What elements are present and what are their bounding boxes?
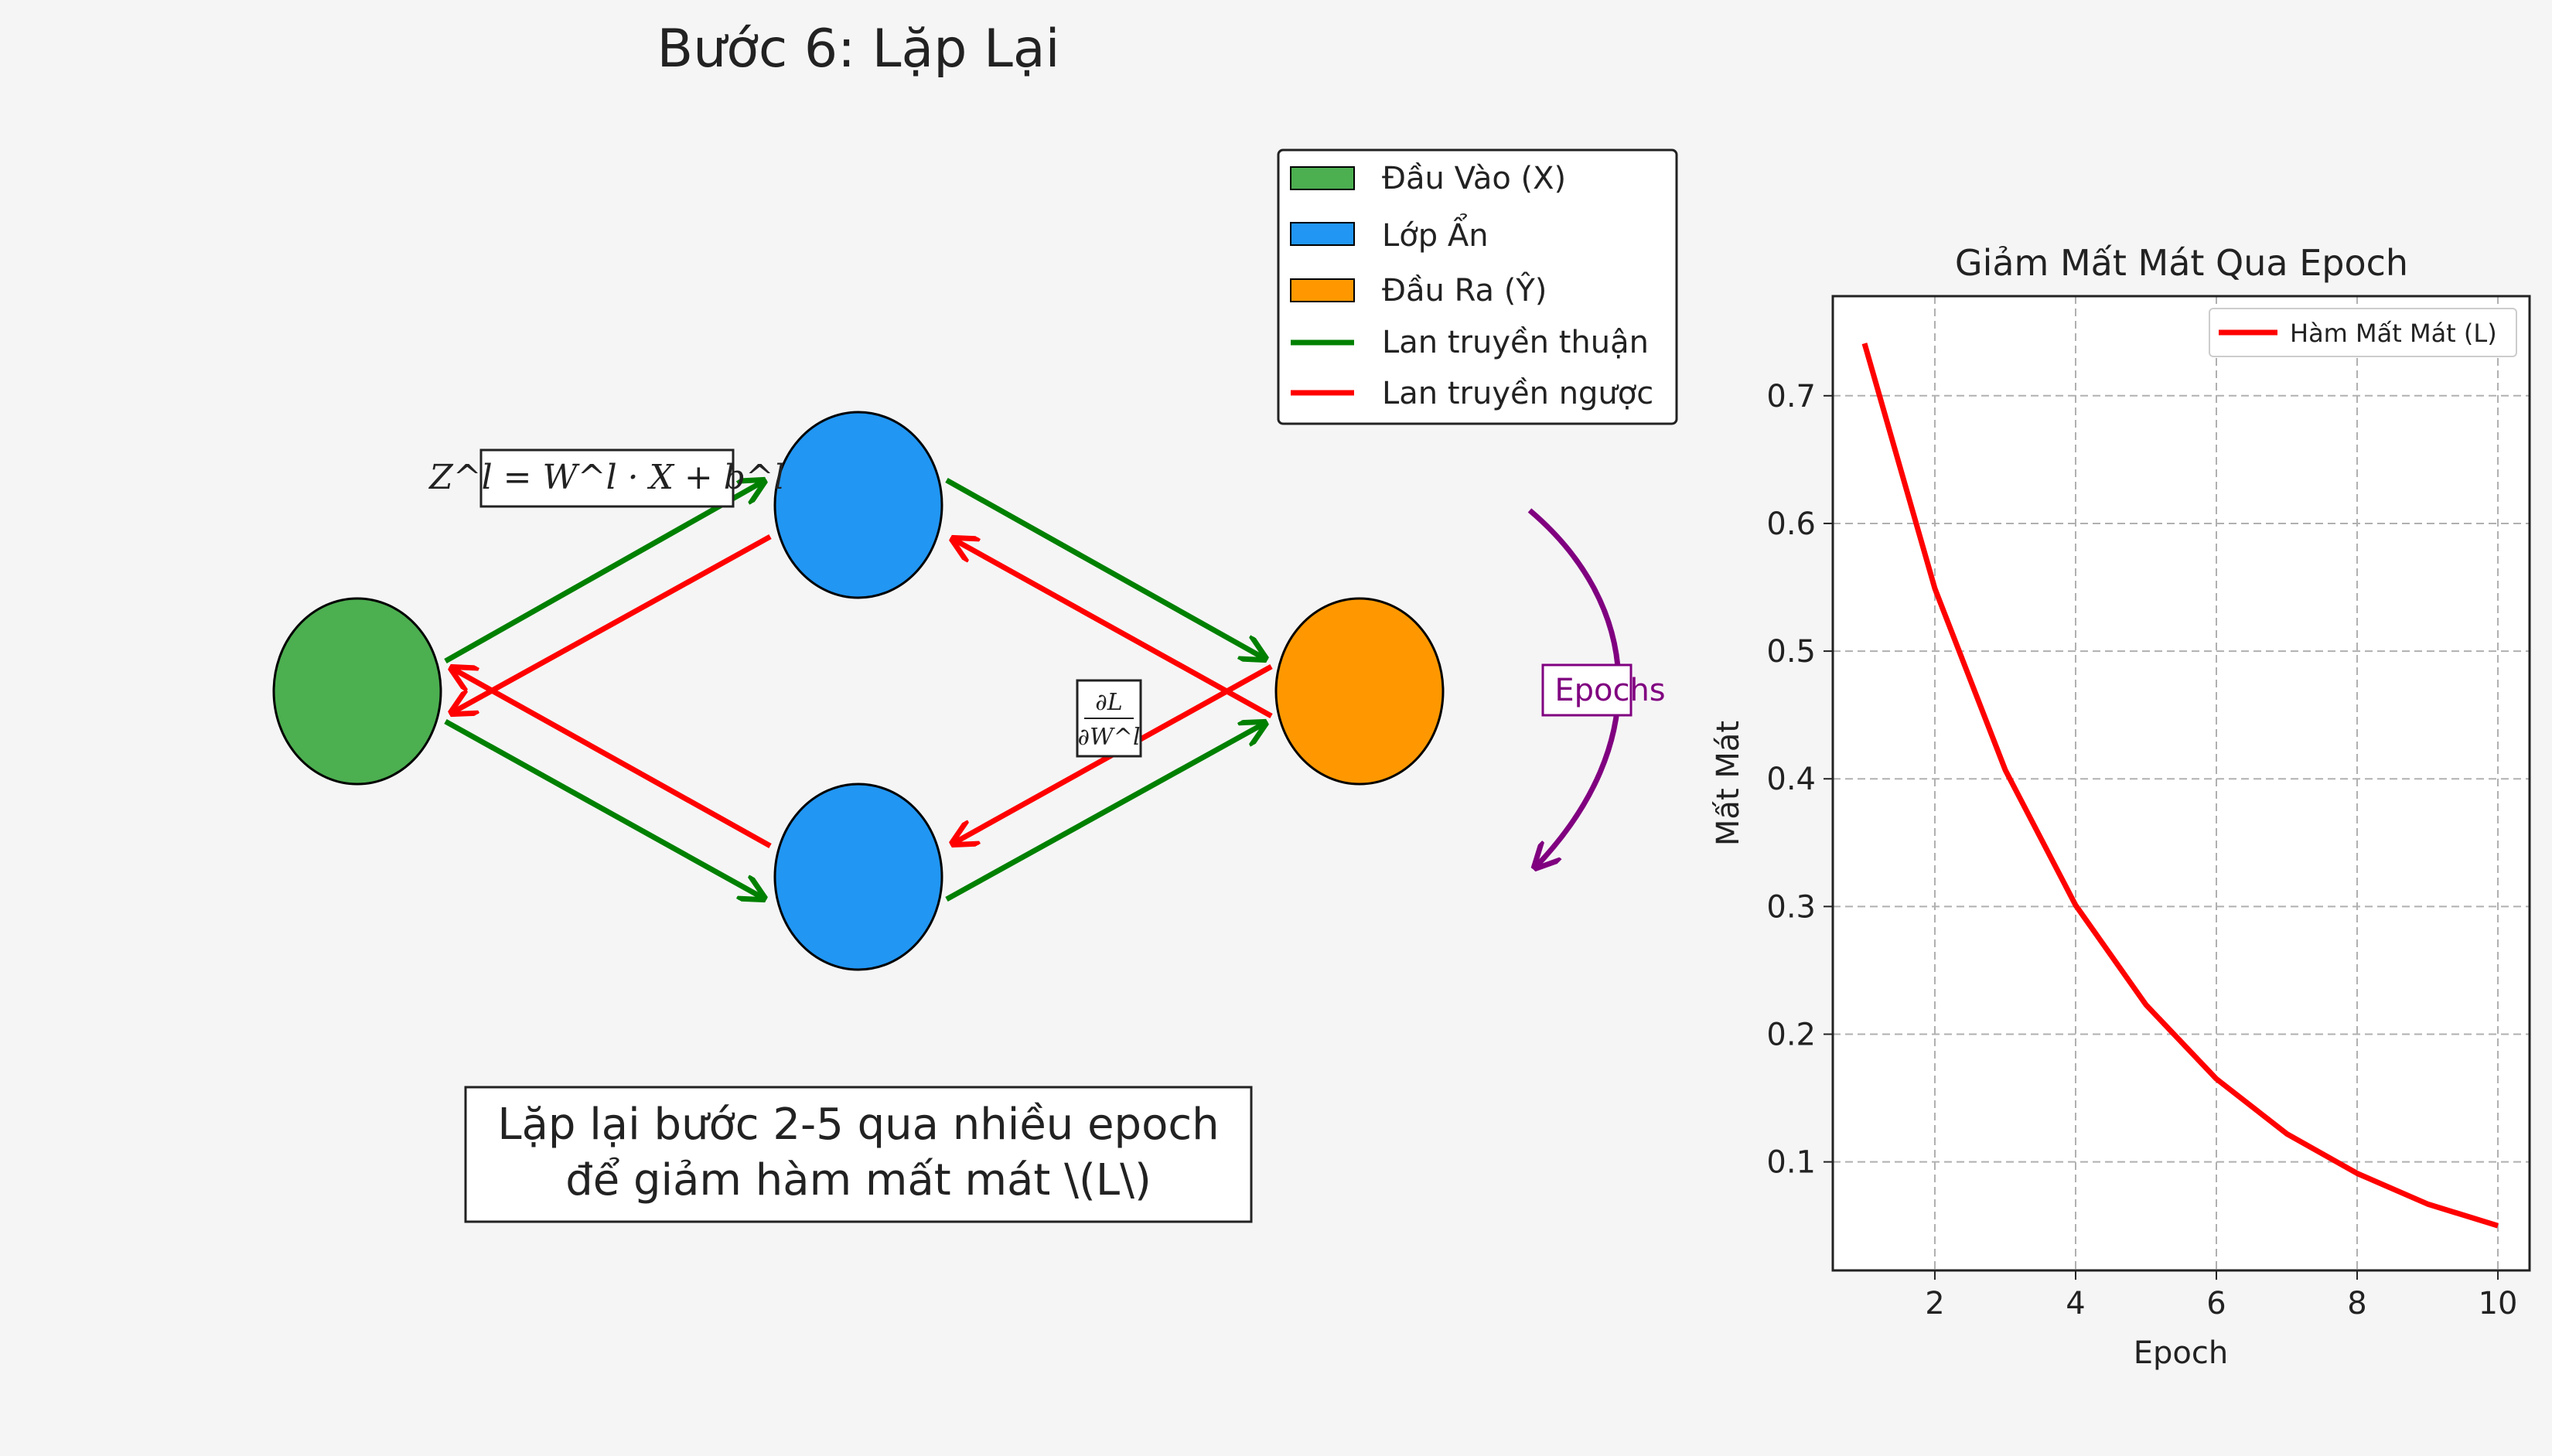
chart-ticks: 2 4 6 8 10 0.1 0.2 0.3 0.4 0.5 0.6 0.7 <box>1766 379 2517 1321</box>
backward-arrow-hidden2-input <box>452 668 772 849</box>
legend-hidden-swatch <box>1290 222 1355 246</box>
epochs-loop: Epochs <box>1527 508 1666 868</box>
legend-input-swatch <box>1290 166 1355 190</box>
backward-arrow-output-hidden1 <box>953 539 1273 719</box>
legend-backward-label: Lan truyền ngược <box>1382 376 1653 411</box>
chart-plot-frame <box>1831 295 2531 1272</box>
caption-box: Lặp lại bước 2-5 qua nhiều epoch để giảm… <box>464 1086 1253 1223</box>
x-tick-label: 6 <box>2206 1286 2226 1321</box>
y-tick-label: 0.7 <box>1766 379 1816 414</box>
epochs-label: Epochs <box>1554 673 1665 708</box>
caption-line-2: để giảm hàm mất mát \(L\) <box>565 1155 1151 1205</box>
y-tick-label: 0.2 <box>1766 1017 1816 1052</box>
forward-arrow-hidden1-output <box>945 477 1265 659</box>
chart-series <box>1861 343 2499 1229</box>
chart-x-label: Epoch <box>2134 1335 2228 1371</box>
chart-legend: Hàm Mất Mát (L) <box>2209 308 2517 357</box>
legend-output-swatch <box>1290 278 1355 302</box>
backward-arrow-hidden1-input <box>452 534 772 713</box>
gradient-formula: ∂L ∂W^l <box>1076 679 1142 758</box>
legend-hidden-label: Lớp Ẩn <box>1382 213 1489 254</box>
x-tick-label: 10 <box>2479 1286 2518 1321</box>
hidden-node-1 <box>773 411 943 599</box>
input-node <box>272 597 442 786</box>
chart-y-label: Mất Mát <box>1711 721 1746 846</box>
y-tick-label: 0.1 <box>1766 1145 1816 1181</box>
loss-series-line <box>1861 343 2499 1229</box>
legend-forward-label: Lan truyền thuận <box>1382 325 1649 360</box>
legend-output-label: Đầu Ra (Ŷ) <box>1382 271 1547 309</box>
hidden-node-2 <box>773 783 943 971</box>
y-tick-label: 0.6 <box>1766 506 1816 542</box>
backward-arrows <box>452 534 1273 849</box>
forward-formula: Z^l = W^l · X + b^l <box>428 448 785 508</box>
y-tick-label: 0.4 <box>1766 762 1816 797</box>
y-tick-label: 0.5 <box>1766 634 1816 670</box>
forward-arrow-input-hidden1 <box>444 481 764 664</box>
chart-grid <box>1833 296 2530 1270</box>
output-node <box>1274 597 1445 786</box>
gradient-numerator: ∂L <box>1095 689 1122 716</box>
x-tick-label: 8 <box>2347 1286 2366 1321</box>
loss-chart: Giảm Mất Mát Qua Epoch 2 4 6 8 10 0.1 0.2 0.3 0.… <box>1711 242 2531 1371</box>
forward-arrow-hidden2-output <box>945 723 1265 902</box>
diagram-title: Bước 6: Lặp Lại <box>657 19 1060 80</box>
legend: Đầu Vào (X) Lớp Ẩn Đầu Ra (Ŷ) Lan truyền… <box>1277 148 1678 425</box>
forward-arrow-input-hidden2 <box>444 718 764 898</box>
chart-legend-label: Hàm Mất Mát (L) <box>2290 319 2497 348</box>
y-tick-label: 0.3 <box>1766 889 1816 925</box>
caption-line-1: Lặp lại bước 2-5 qua nhiều epoch <box>497 1100 1219 1150</box>
legend-input-label: Đầu Vào (X) <box>1382 161 1566 196</box>
chart-plot-area <box>1833 296 2530 1270</box>
x-tick-label: 4 <box>2066 1286 2085 1321</box>
chart-title: Giảm Mất Mát Qua Epoch <box>1955 242 2408 284</box>
forward-arrows <box>444 477 1265 902</box>
gradient-denominator: ∂W^l <box>1077 724 1140 751</box>
x-tick-label: 2 <box>1925 1286 1944 1321</box>
forward-formula-text: Z^l = W^l · X + b^l <box>428 458 785 497</box>
